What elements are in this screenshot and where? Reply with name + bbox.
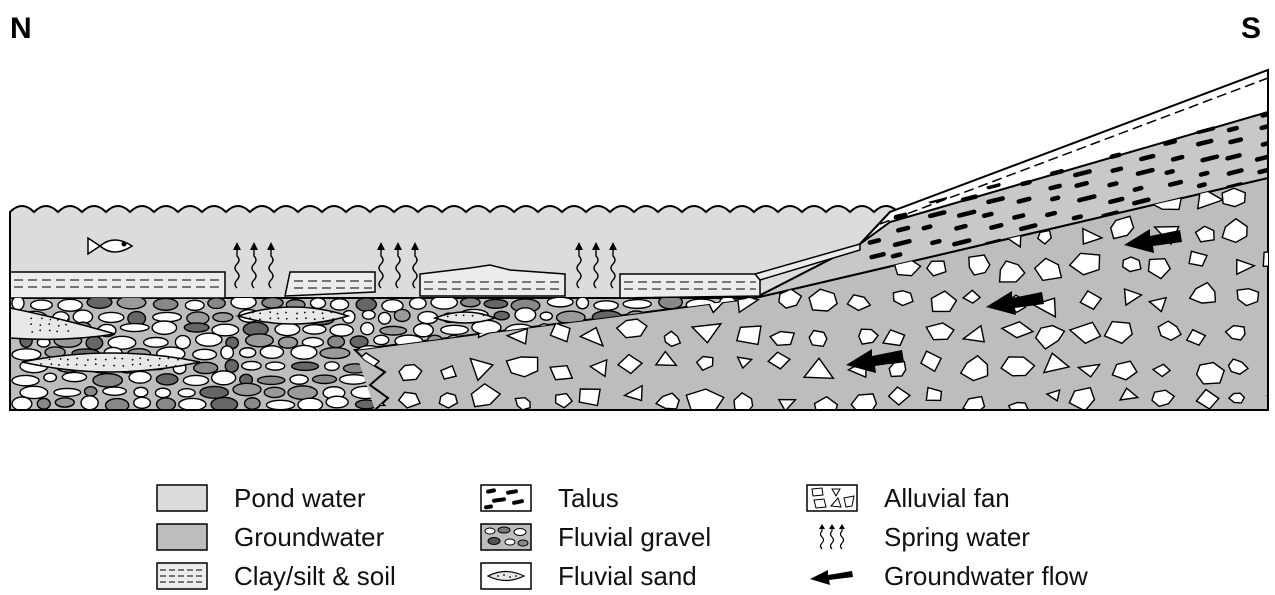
legend-item-clay-silt-soil: Clay/silt & soil [156,559,396,593]
legend-label: Talus [558,483,619,514]
legend-item-talus: Talus [480,481,619,515]
pond-water-swatch-icon [156,484,208,512]
clay-silt-swatch-icon [156,562,208,590]
fluvial-gravel-swatch-icon [480,523,532,551]
legend-item-spring-water: Spring water [806,520,1030,554]
legend-label: Alluvial fan [884,483,1010,514]
groundwater-flow-swatch-icon [806,562,858,590]
legend: Pond water Groundwater Clay/silt & soil … [0,478,1275,595]
legend-label: Groundwater [234,522,384,553]
legend-item-fluvial-gravel: Fluvial gravel [480,520,711,554]
legend-item-pond-water: Pond water [156,481,366,515]
legend-item-fluvial-sand: Fluvial sand [480,559,697,593]
legend-label: Spring water [884,522,1030,553]
talus-swatch-icon [480,484,532,512]
legend-label: Groundwater flow [884,561,1088,592]
legend-label: Fluvial sand [558,561,697,592]
fluvial-sand-swatch-icon [480,562,532,590]
legend-label: Clay/silt & soil [234,561,396,592]
legend-item-groundwater: Groundwater [156,520,384,554]
cross-section-diagram [0,0,1275,478]
legend-label: Pond water [234,483,366,514]
groundwater-swatch-icon [156,523,208,551]
legend-label: Fluvial gravel [558,522,711,553]
legend-item-groundwater-flow: Groundwater flow [806,559,1088,593]
legend-item-alluvial-fan: Alluvial fan [806,481,1010,515]
alluvial-fan-swatch-icon [806,484,858,512]
spring-water-swatch-icon [806,523,858,551]
